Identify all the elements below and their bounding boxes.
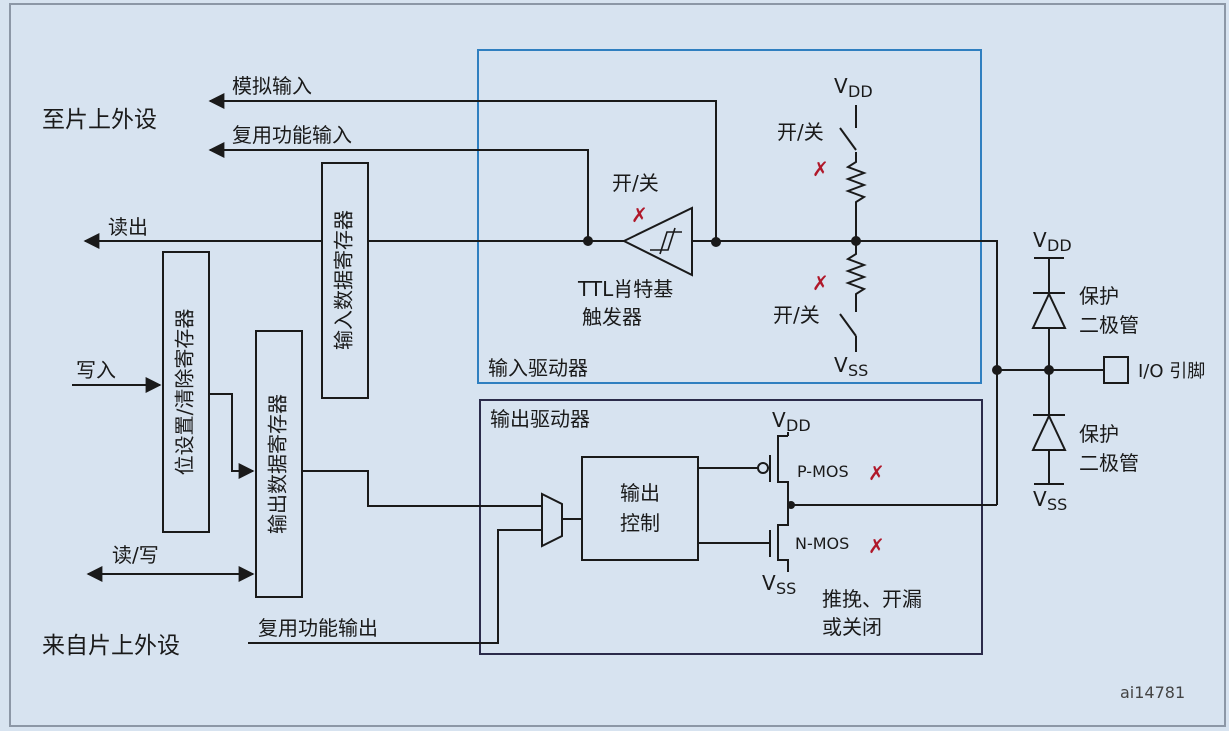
top-diode-label-line1: 保护 bbox=[1079, 284, 1119, 308]
schmitt-disabled-cross: ✗ bbox=[631, 203, 648, 227]
svg-text:V: V bbox=[762, 571, 776, 595]
svg-text:SS: SS bbox=[1047, 495, 1067, 514]
output-control-label-line2: 控制 bbox=[620, 511, 660, 535]
input-vss: V SS bbox=[834, 353, 868, 380]
pull-down-resistor bbox=[839, 241, 867, 352]
pullup-disabled-cross: ✗ bbox=[812, 157, 829, 181]
svg-text:SS: SS bbox=[776, 579, 796, 598]
read-out-label: 读出 bbox=[108, 215, 148, 239]
pmos-label: P-MOS bbox=[797, 462, 849, 481]
output-vss: V SS bbox=[762, 571, 796, 598]
nmos-disabled-cross: ✗ bbox=[868, 534, 885, 558]
svg-text:V: V bbox=[834, 74, 848, 98]
output-mode-line1: 推挽、开漏 bbox=[822, 587, 922, 611]
read-write-label: 读/写 bbox=[112, 543, 159, 567]
alt-func-input-label: 复用功能输入 bbox=[232, 123, 352, 147]
schmitt-output-dot bbox=[583, 236, 593, 246]
bit-set-reset-register-label: 位设置/清除寄存器 bbox=[173, 309, 197, 476]
pulldown-disabled-cross: ✗ bbox=[812, 271, 829, 295]
top-diode-label-line2: 二极管 bbox=[1079, 313, 1139, 337]
pulldown-switch-label: 开/关 bbox=[773, 303, 820, 327]
to-peripherals-label: 至片上外设 bbox=[42, 107, 157, 133]
pin-bus-line bbox=[856, 240, 998, 505]
io-pin-label: I/O 引脚 bbox=[1138, 361, 1205, 382]
bottom-diode-label-line2: 二极管 bbox=[1079, 451, 1139, 475]
output-mode-line2: 或关闭 bbox=[822, 615, 882, 639]
top-protection-diode bbox=[1031, 257, 1067, 370]
diode-vss: V SS bbox=[1033, 487, 1067, 514]
from-peripherals-label: 来自片上外设 bbox=[42, 633, 180, 659]
input-driver-box bbox=[477, 49, 982, 384]
analog-input-line bbox=[208, 93, 717, 242]
write-in-label: 写入 bbox=[76, 358, 116, 382]
schmitt-switch-label: 开/关 bbox=[612, 171, 659, 195]
output-data-register-label: 输出数据寄存器 bbox=[266, 394, 290, 534]
outer-frame bbox=[9, 3, 1226, 727]
svg-text:SS: SS bbox=[848, 361, 868, 380]
svg-text:V: V bbox=[772, 408, 786, 432]
analog-input-label: 模拟输入 bbox=[232, 74, 312, 98]
figure-id: ai14781 bbox=[1120, 683, 1185, 702]
output-mux bbox=[541, 492, 563, 548]
svg-text:DD: DD bbox=[848, 82, 873, 101]
output-control-box bbox=[581, 456, 699, 561]
bottom-protection-diode bbox=[1031, 370, 1067, 485]
write-line bbox=[72, 377, 255, 479]
pull-up-resistor bbox=[839, 105, 867, 241]
io-pin-pad bbox=[1103, 356, 1129, 384]
svg-text:V: V bbox=[1033, 228, 1047, 252]
schmitt-label-line1: TTL肖特基 bbox=[577, 277, 673, 301]
output-control-label-line1: 输出 bbox=[620, 481, 660, 505]
output-register-to-mux-line bbox=[302, 470, 542, 507]
bit-set-reset-register-box bbox=[162, 251, 210, 533]
schmitt-trigger bbox=[621, 206, 693, 277]
svg-text:V: V bbox=[834, 353, 848, 377]
output-vdd: V DD bbox=[772, 408, 811, 435]
input-data-register-label: 输入数据寄存器 bbox=[332, 210, 356, 350]
svg-text:V: V bbox=[1033, 487, 1047, 511]
bottom-diode-label-line1: 保护 bbox=[1079, 422, 1119, 446]
input-driver-title: 输入驱动器 bbox=[488, 356, 588, 380]
diode-vdd: V DD bbox=[1033, 228, 1072, 255]
input-data-register-box bbox=[321, 162, 369, 399]
nmos-label: N-MOS bbox=[795, 534, 849, 553]
pullup-switch-label: 开/关 bbox=[777, 120, 824, 144]
output-data-register-box bbox=[255, 330, 303, 598]
input-vdd: V DD bbox=[834, 74, 873, 101]
svg-text:DD: DD bbox=[786, 416, 811, 435]
alt-func-input-line bbox=[208, 142, 589, 241]
svg-text:DD: DD bbox=[1047, 236, 1072, 255]
schmitt-input-dot bbox=[711, 237, 721, 247]
alt-func-output-label: 复用功能输出 bbox=[258, 616, 378, 640]
pmos-disabled-cross: ✗ bbox=[868, 461, 885, 485]
alt-func-output-line bbox=[248, 529, 542, 644]
output-driver-box bbox=[479, 399, 983, 655]
pmos-transistor bbox=[698, 432, 789, 505]
schmitt-label-line2: 触发器 bbox=[582, 305, 642, 329]
nmos-transistor bbox=[698, 505, 789, 572]
output-driver-title: 输出驱动器 bbox=[490, 407, 590, 431]
